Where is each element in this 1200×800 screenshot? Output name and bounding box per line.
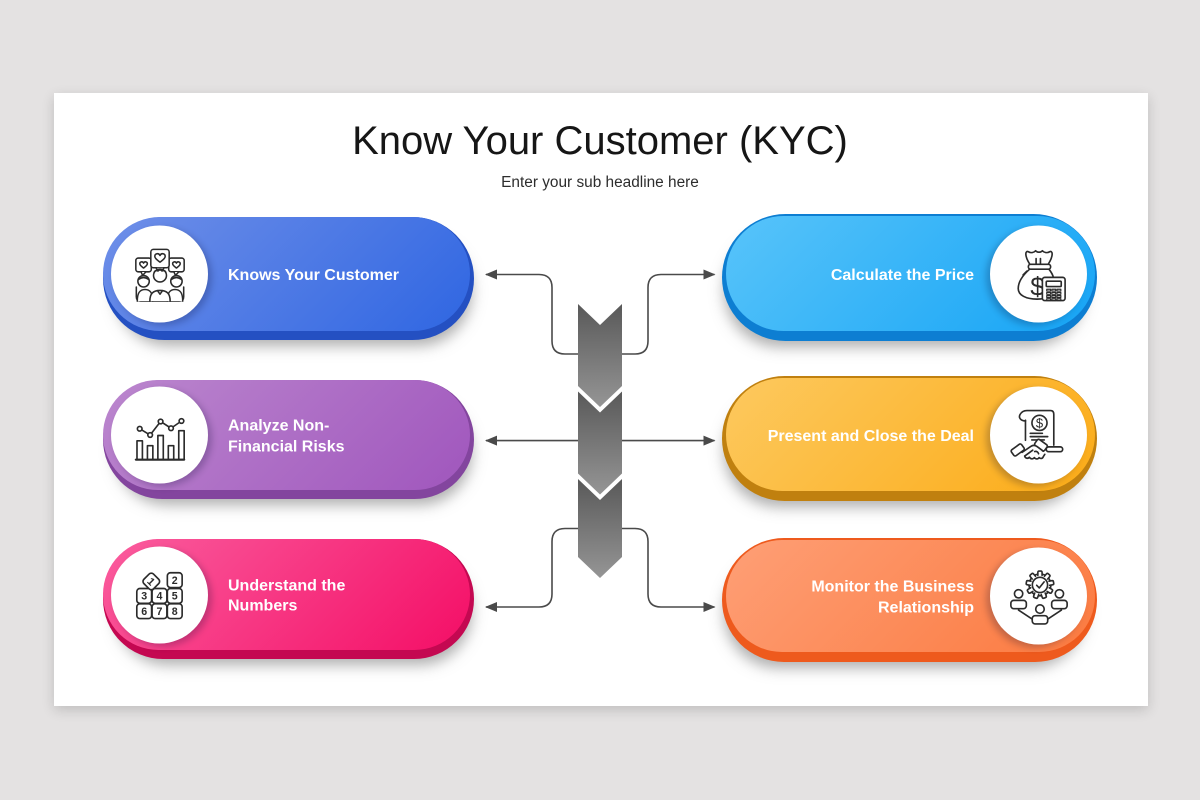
svg-text:$: $ <box>1030 272 1045 302</box>
svg-text:8: 8 <box>171 606 177 618</box>
svg-text:5: 5 <box>171 591 177 603</box>
svg-text:7: 7 <box>156 606 162 618</box>
svg-text:2: 2 <box>171 575 177 587</box>
svg-text:4: 4 <box>156 591 162 603</box>
svg-text:$: $ <box>1035 415 1043 430</box>
svg-text:6: 6 <box>141 606 147 618</box>
svg-text:3: 3 <box>141 591 147 603</box>
